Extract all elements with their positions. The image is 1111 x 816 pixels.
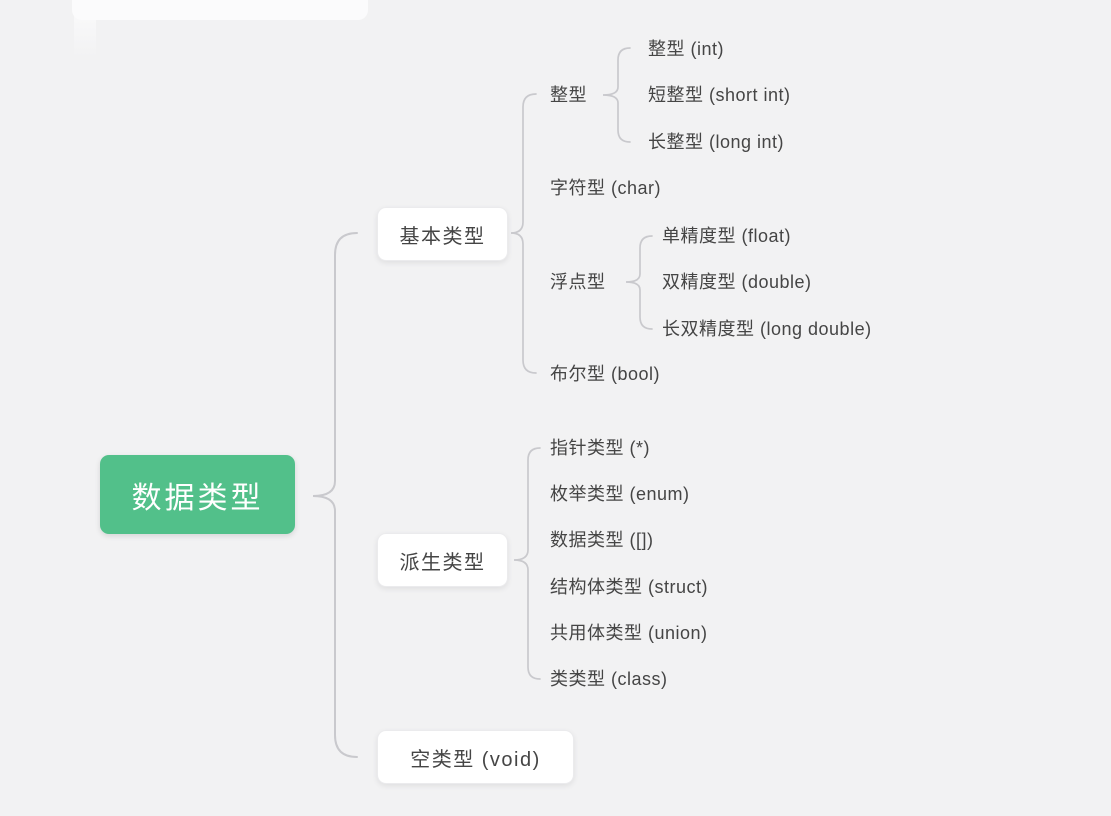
topic-node-bool[interactable]: 布尔型 (bool) <box>550 364 661 384</box>
topic-node-integer[interactable]: 整型 <box>550 85 587 105</box>
topic-node-pointer[interactable]: 指针类型 (*) <box>550 438 650 458</box>
topic-node-struct[interactable]: 结构体类型 (struct) <box>550 577 708 597</box>
branch-node-void-type[interactable]: 空类型 (void) <box>377 730 574 784</box>
topic-node-long-double[interactable]: 长双精度型 (long double) <box>662 319 872 339</box>
root-node-data-type[interactable]: 数据类型 <box>100 455 295 534</box>
topic-node-char[interactable]: 字符型 (char) <box>550 178 662 198</box>
topic-node-class[interactable]: 类类型 (class) <box>550 669 668 689</box>
topic-node-array[interactable]: 数据类型 ([]) <box>550 530 654 550</box>
topic-node-short-int[interactable]: 短整型 (short int) <box>648 85 791 105</box>
topic-node-int[interactable]: 整型 (int) <box>648 39 724 59</box>
topic-node-floating-point[interactable]: 浮点型 <box>550 272 606 292</box>
topic-node-long-int[interactable]: 长整型 (long int) <box>648 132 785 152</box>
topic-node-enum[interactable]: 枚举类型 (enum) <box>550 484 690 504</box>
brace-integer-children <box>602 47 631 143</box>
brace-basic-children <box>510 93 537 374</box>
topic-node-double[interactable]: 双精度型 (double) <box>662 272 812 292</box>
brace-float-children <box>625 235 653 330</box>
branch-node-basic-types[interactable]: 基本类型 <box>377 207 508 261</box>
topic-node-union[interactable]: 共用体类型 (union) <box>550 623 708 643</box>
top-panel-remnant-strip <box>74 0 96 58</box>
top-panel-remnant <box>72 0 368 20</box>
topic-node-float[interactable]: 单精度型 (float) <box>662 226 792 246</box>
branch-node-derived-types[interactable]: 派生类型 <box>377 533 508 587</box>
brace-root-children <box>312 232 358 758</box>
brace-derived-children <box>513 447 541 680</box>
